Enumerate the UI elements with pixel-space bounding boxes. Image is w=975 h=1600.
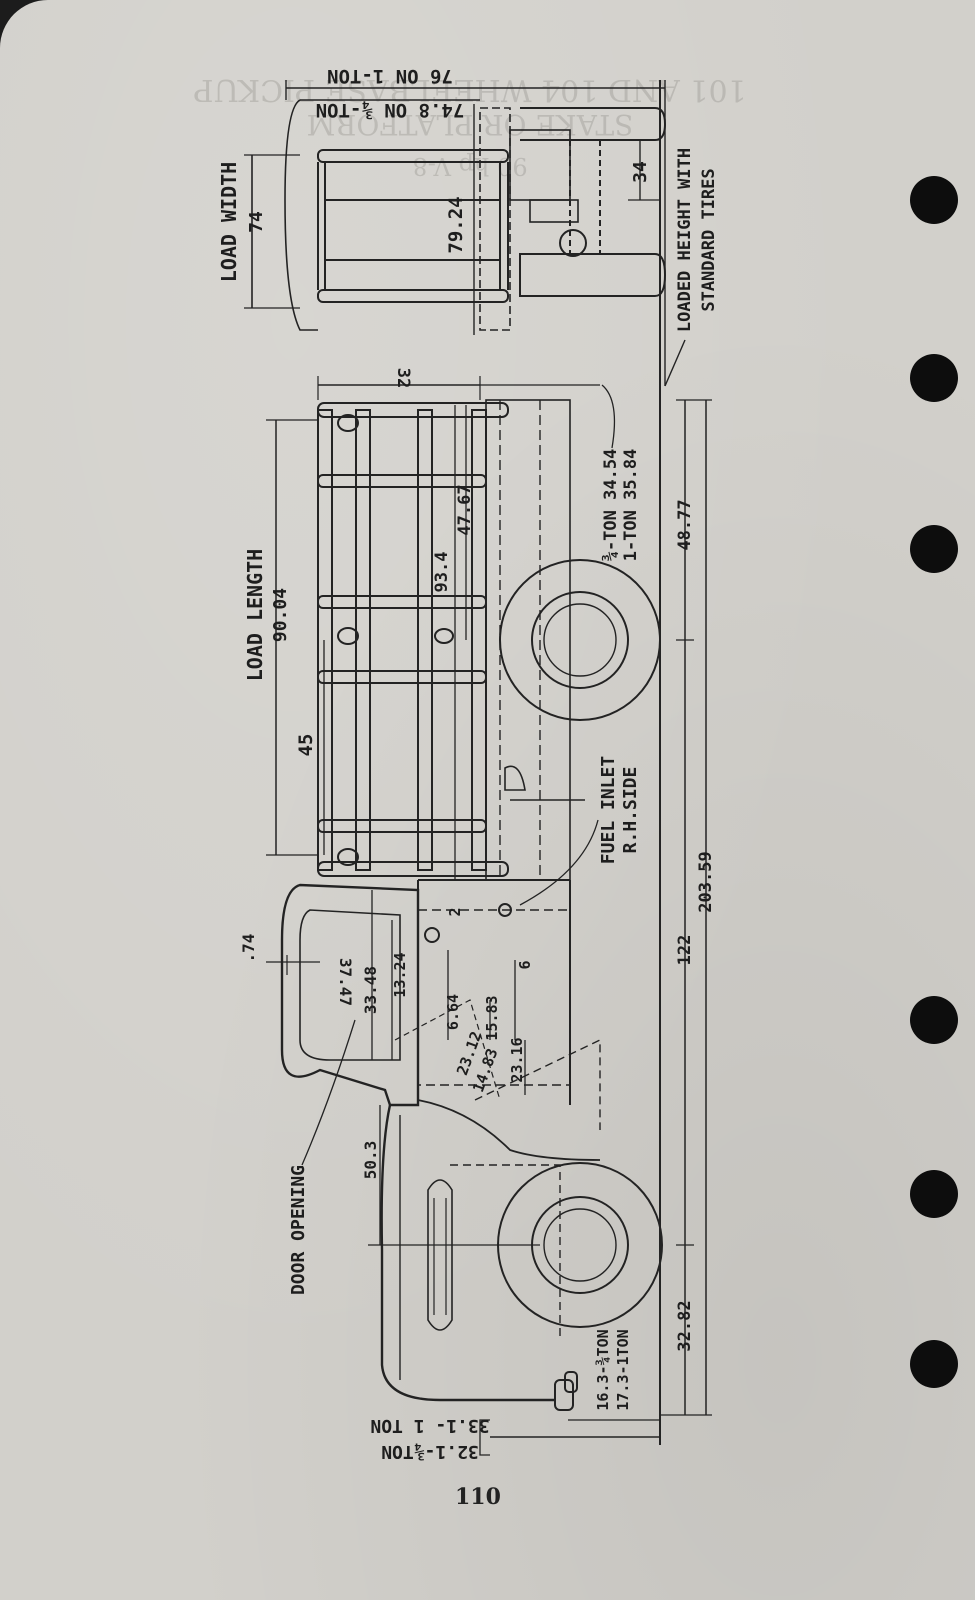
dim-45: 45 <box>295 734 317 757</box>
dim-93-4: 93.4 <box>432 552 452 593</box>
dim-47-67: 47.67 <box>455 484 475 535</box>
top-width-3-4ton: 74.8 ON ¾-TON <box>316 99 465 121</box>
load-width-title: LOAD WIDTH <box>217 162 241 282</box>
dim-122: 122 <box>675 935 695 966</box>
dim-203-59: 203.59 <box>696 851 716 912</box>
dim-13-24: 13.24 <box>391 952 409 997</box>
load-length-value: 90.04 <box>270 588 291 642</box>
rear-view <box>244 80 686 387</box>
dim-6: 6 <box>516 960 534 969</box>
dim-48-77: 48.77 <box>675 499 695 550</box>
door-opening-label: DOOR OPENING <box>288 1165 309 1295</box>
ghost-line-2: STAKE OR PLATFORM <box>307 108 634 141</box>
page-number: 110 <box>455 1484 501 1510</box>
tire-1ton: 1-TON 35.84 <box>621 449 641 562</box>
dim-33-48: 33.48 <box>361 966 380 1014</box>
dimension-labels: 76 ON 1-TON 74.8 ON ¾-TON LOAD WIDTH 74 … <box>217 65 719 1462</box>
dim-50-3: 50.3 <box>361 1141 380 1180</box>
binder-hole-1 <box>910 176 958 224</box>
load-length-title: LOAD LENGTH <box>243 549 267 681</box>
dim-34: 34 <box>630 161 651 183</box>
ground-clearance-1ton: 17.3-1TON <box>614 1329 632 1410</box>
binder-hole-2 <box>910 354 958 402</box>
fuel-inlet-line-1: FUEL INLET <box>598 756 619 865</box>
dim-37-47: 37.47 <box>336 958 355 1006</box>
loaded-height-line-2: STANDARD TIRES <box>699 168 719 311</box>
ground-clearance-3-4ton: 16.3-¾TON <box>594 1329 612 1410</box>
binder-hole-3 <box>910 525 958 573</box>
top-width-1ton: 76 ON 1-TON <box>327 65 453 87</box>
dim-2: 2 <box>446 907 464 916</box>
binder-hole-6 <box>910 1340 958 1388</box>
dim-0-74: .74 <box>239 934 258 963</box>
front-overhang-3-4ton: 32.1-¾TON <box>381 1441 479 1462</box>
binder-hole-5 <box>910 1170 958 1218</box>
fuel-inlet-line-2: R.H.SIDE <box>620 767 641 854</box>
loaded-height-line-1: LOADED HEIGHT WITH <box>675 148 695 332</box>
ghost-line-1: 101 AND 104 WHEELBASE PICKUP <box>193 72 746 107</box>
dim-15-83: 15.83 <box>483 995 501 1040</box>
front-overhang-1ton: 33.1- 1 TON <box>370 1415 489 1436</box>
dim-79-24: 79.24 <box>445 196 467 253</box>
dim-6-64: 6.64 <box>444 994 462 1030</box>
side-view <box>266 80 712 1456</box>
load-width-value: 74 <box>246 211 267 233</box>
dim-32-82: 32.82 <box>675 1300 695 1351</box>
binder-hole-4 <box>910 996 958 1044</box>
tire-3-4ton: ¾-TON 34.54 <box>601 449 621 562</box>
dim-32: 32 <box>393 368 413 388</box>
dim-23-16: 23.16 <box>508 1037 526 1082</box>
